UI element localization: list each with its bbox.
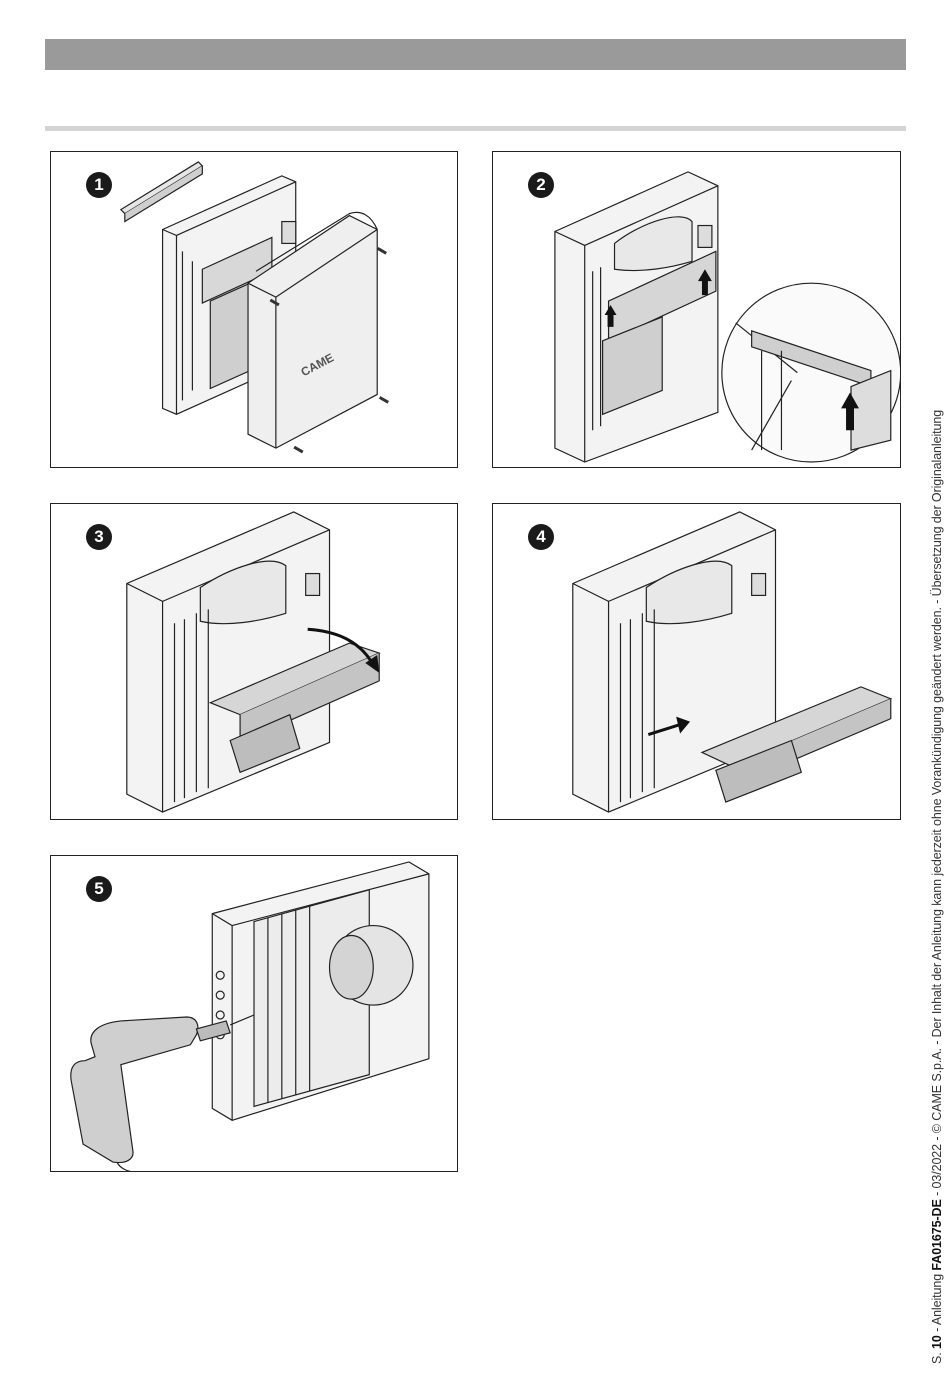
footer-page-number: 10 — [930, 1335, 944, 1349]
step-5-illustration — [51, 856, 457, 1171]
header-rule — [45, 126, 906, 131]
footer-doc-code: FA01675-DE — [930, 1199, 944, 1270]
side-footer: S. 10 - Anleitung FA01675-DE - 03/2022 -… — [928, 34, 946, 1364]
step-2-badge: 2 — [528, 172, 554, 198]
step-3-badge: 3 — [86, 524, 112, 550]
footer-rest: - 03/2022 - © CAME S.p.A. - Der Inhalt d… — [930, 410, 944, 1199]
header-bar — [45, 39, 906, 70]
step-1-badge: 1 — [86, 172, 112, 198]
step-2-illustration — [493, 152, 900, 467]
step-5-badge: 5 — [86, 876, 112, 902]
step-1-panel: CAME 1 — [50, 151, 458, 468]
step-3-illustration — [51, 504, 457, 819]
footer-sep: - Anleitung — [930, 1271, 944, 1336]
footer-page-prefix: S. — [930, 1352, 944, 1364]
step-2-panel: 2 — [492, 151, 901, 468]
step-4-badge: 4 — [528, 524, 554, 550]
step-4-panel: 4 — [492, 503, 901, 820]
step-1-illustration: CAME — [51, 152, 457, 467]
step-4-illustration — [493, 504, 900, 819]
step-5-panel: 5 — [50, 855, 458, 1172]
step-3-panel: 3 — [50, 503, 458, 820]
